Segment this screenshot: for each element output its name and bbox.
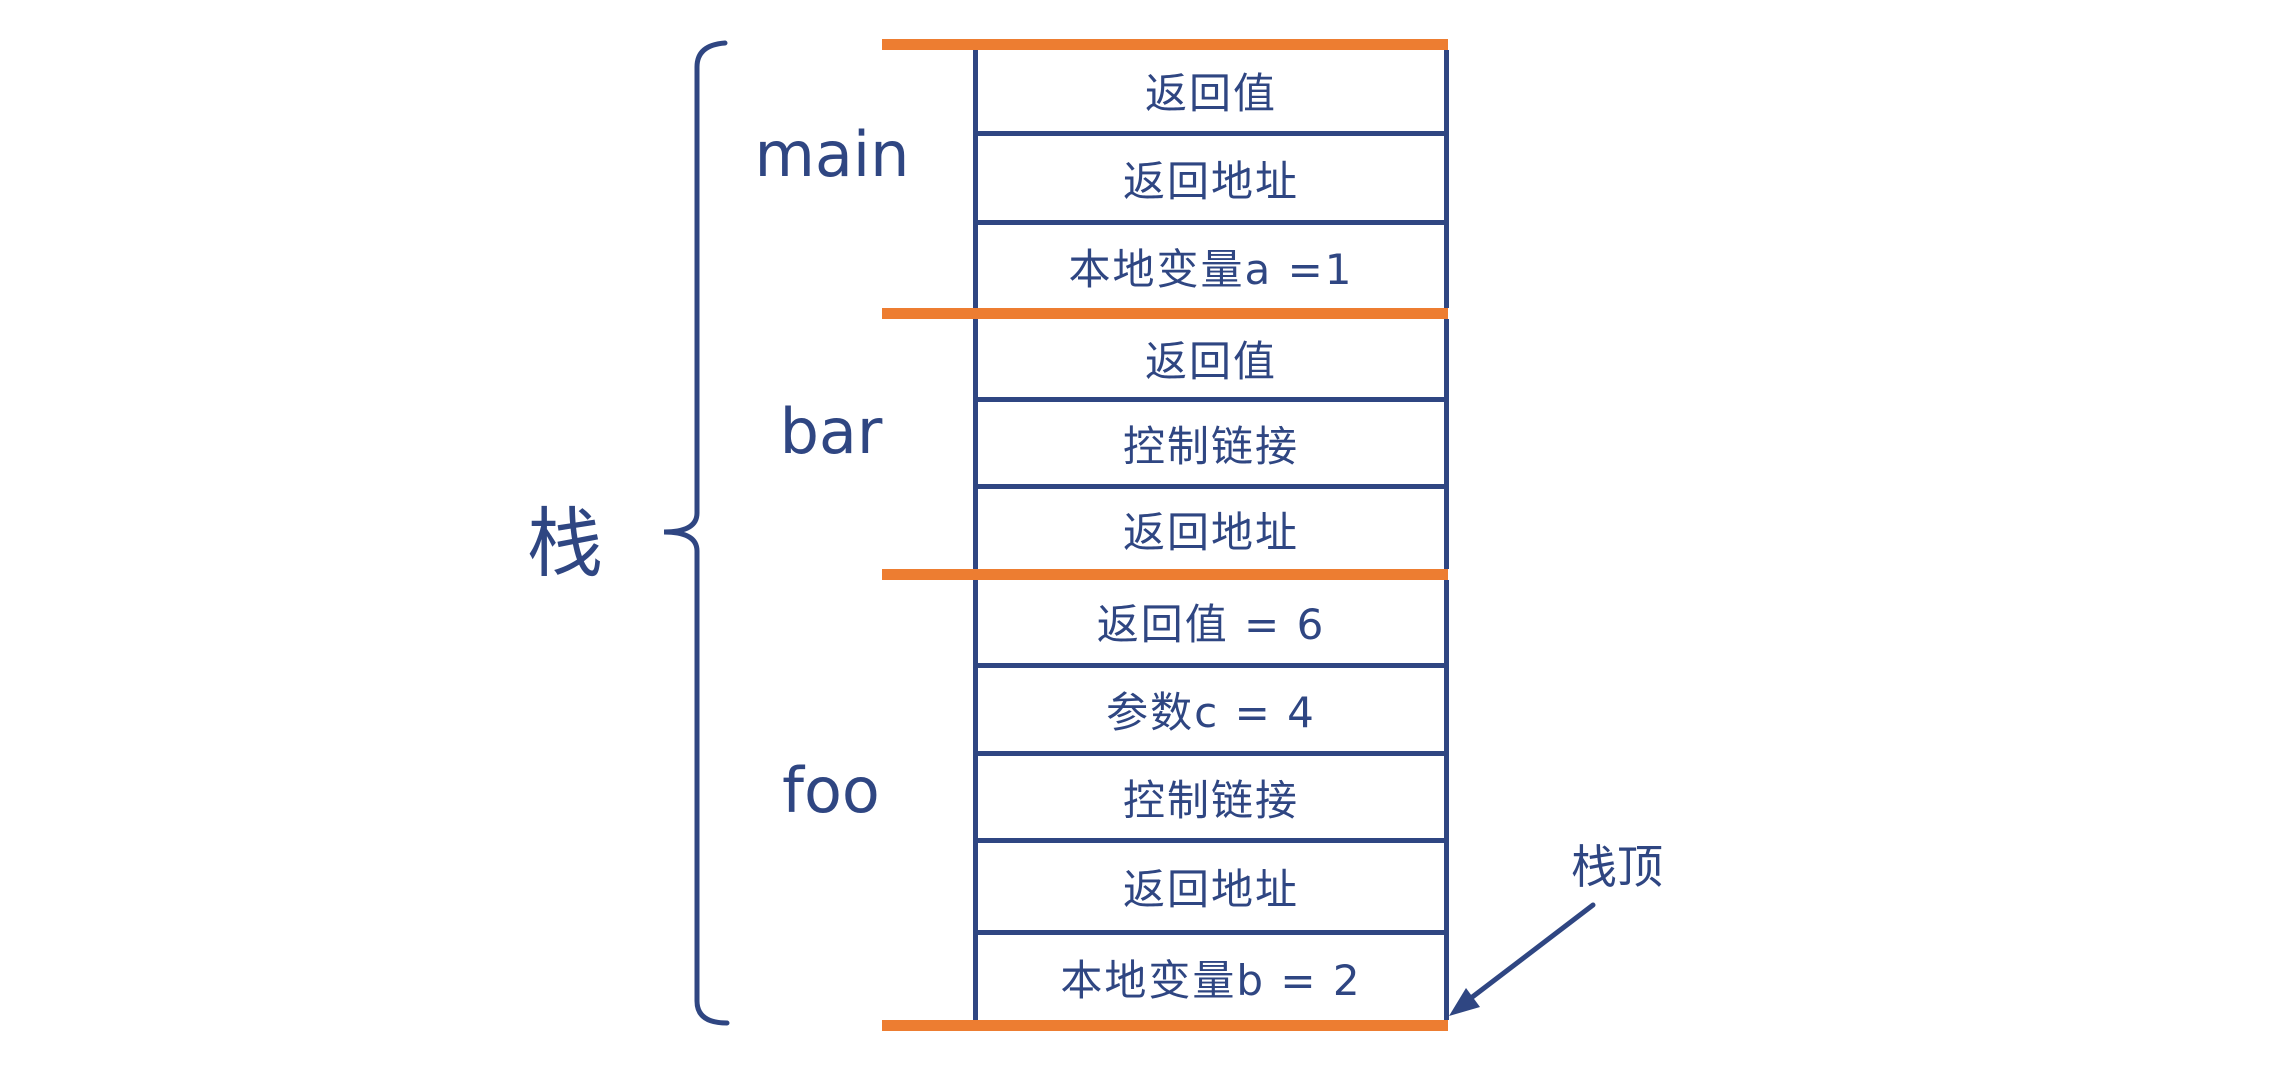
stack-brace	[663, 40, 730, 1026]
stack-cell-main-return-value: 返回值	[1144, 69, 1277, 118]
frame-boundary-bar-foo	[882, 569, 1448, 580]
frame-label-main: main	[754, 118, 910, 191]
stack-table: 返回值 返回地址 本地变量a =1 返回值 控制链接 返回地址 返回值 = 6 …	[882, 39, 1449, 1031]
stack-cell-foo-return-value: 返回值 = 6	[1096, 600, 1326, 649]
arrow-line	[1468, 902, 1596, 1001]
stack-label: 栈	[527, 499, 603, 588]
stack-top-label: 栈顶	[1571, 840, 1663, 894]
frame-boundary-main-bar	[882, 308, 1448, 319]
frame-boundary-bottom	[882, 1020, 1448, 1031]
stack-top-arrow	[1449, 902, 1596, 1016]
stack-cell-main-return-address: 返回地址	[978, 131, 1444, 220]
stack-cell-foo-local-var-b: 本地变量b = 2	[978, 930, 1444, 1020]
stack-frame-main: 返回值 返回地址 本地变量a =1	[973, 50, 1449, 308]
stack-cell-foo-param-c: 参数c = 4	[978, 663, 1444, 751]
stack-cell-foo-return-address: 返回地址	[978, 838, 1444, 930]
stack-cell-bar-control-link: 控制链接	[978, 397, 1444, 484]
stack-cell-bar-return-value: 返回值	[1144, 336, 1277, 386]
frame-label-bar: bar	[779, 395, 883, 468]
frame-label-foo: foo	[782, 754, 880, 827]
stack-frame-foo: 返回值 = 6 参数c = 4 控制链接 返回地址 本地变量b = 2	[973, 580, 1449, 1020]
stack-cell-main-local-var-a: 本地变量a =1	[978, 220, 1444, 308]
arrow-head-icon	[1449, 988, 1480, 1016]
frame-boundary-top	[882, 39, 1448, 50]
stack-cell-foo-control-link: 控制链接	[978, 751, 1444, 838]
stack-frame-bar: 返回值 控制链接 返回地址	[973, 319, 1449, 569]
stack-cell-bar-return-address: 返回地址	[978, 484, 1444, 569]
brace-path	[663, 40, 730, 1026]
